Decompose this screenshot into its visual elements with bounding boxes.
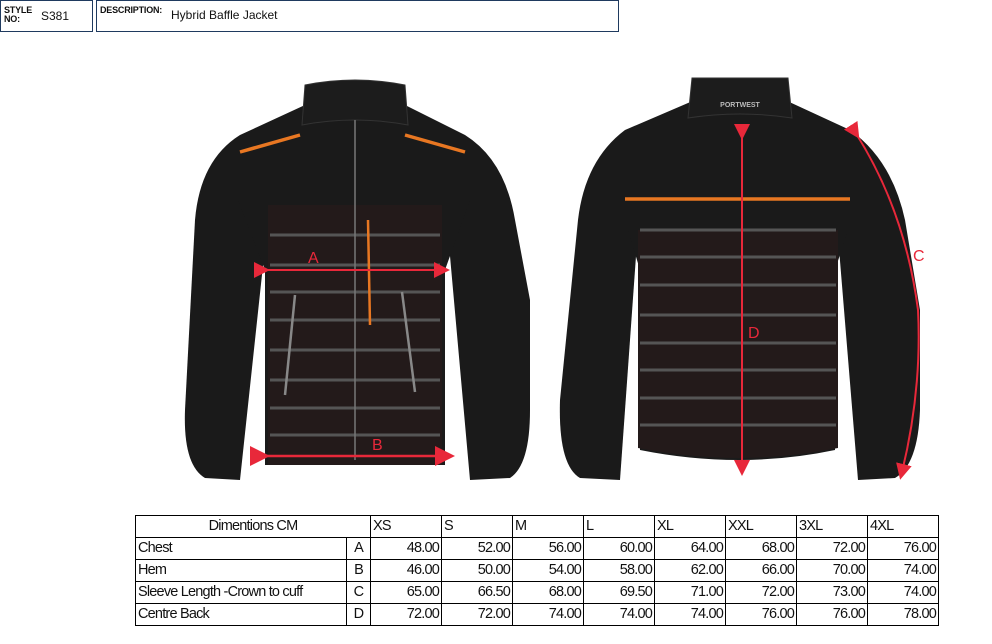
measure-d-label: D <box>748 325 760 342</box>
measure-value: 65.00 <box>370 581 442 604</box>
measure-value: 72.00 <box>725 581 797 604</box>
measure-b-label: B <box>372 437 383 454</box>
measure-name: Sleeve Length -Crown to cuff <box>135 581 347 604</box>
table-row: Centre Back D 72.00 72.00 74.00 74.00 74… <box>135 603 939 626</box>
measure-value: 74.00 <box>583 603 655 626</box>
size-header: XS <box>370 515 442 538</box>
jacket-back-view: PORTWEST D C <box>559 77 925 480</box>
measure-value: 74.00 <box>654 603 726 626</box>
measure-value: 72.00 <box>370 603 442 626</box>
measure-value: 52.00 <box>441 537 513 560</box>
table-header-row: Dimentions CM XS S M L XL XXL 3XL 4XL <box>135 515 939 538</box>
measure-value: 68.00 <box>725 537 797 560</box>
measure-value: 76.00 <box>796 603 868 626</box>
description-label: DESCRIPTION: <box>100 5 163 15</box>
measure-a-label: A <box>308 250 319 267</box>
size-header: XL <box>654 515 726 538</box>
table-row: Sleeve Length -Crown to cuff C 65.00 66.… <box>135 581 939 604</box>
style-number-value: S381 <box>41 9 70 23</box>
measure-c-label: C <box>913 248 925 265</box>
measure-value: 72.00 <box>441 603 513 626</box>
description-value: Hybrid Baffle Jacket <box>171 8 278 22</box>
brand-logo: PORTWEST <box>720 102 760 109</box>
front-right-pocket <box>400 291 417 393</box>
measure-value: 64.00 <box>654 537 726 560</box>
size-spec-table: Dimentions CM XS S M L XL XXL 3XL 4XL Ch… <box>135 515 939 626</box>
measure-value: 62.00 <box>654 559 726 582</box>
size-header: S <box>441 515 513 538</box>
measure-value: 58.00 <box>583 559 655 582</box>
measure-code: A <box>346 537 371 560</box>
measure-value: 74.00 <box>867 559 939 582</box>
back-left-sleeve <box>559 130 640 480</box>
size-header: L <box>583 515 655 538</box>
front-left-shoulder-trim <box>239 133 301 154</box>
measure-value: 72.00 <box>796 537 868 560</box>
size-header: 4XL <box>867 515 939 538</box>
measure-value: 46.00 <box>370 559 442 582</box>
measure-code: C <box>346 581 371 604</box>
style-number-box: STYLE NO: S381 <box>0 0 93 32</box>
table-title: Dimentions CM <box>135 515 371 538</box>
measure-value: 70.00 <box>796 559 868 582</box>
measure-name: Centre Back <box>135 603 347 626</box>
size-header: XXL <box>725 515 797 538</box>
size-header: M <box>512 515 584 538</box>
measure-value: 60.00 <box>583 537 655 560</box>
size-header: 3XL <box>796 515 868 538</box>
measure-value: 68.00 <box>512 581 584 604</box>
jacket-front-view: A B <box>184 79 530 480</box>
measure-value: 54.00 <box>512 559 584 582</box>
measure-value: 78.00 <box>867 603 939 626</box>
measure-name: Chest <box>135 537 347 560</box>
measure-name: Hem <box>135 559 347 582</box>
measure-value: 73.00 <box>796 581 868 604</box>
front-collar <box>301 79 409 126</box>
measure-c-line <box>843 120 920 480</box>
table-row: Chest A 48.00 52.00 56.00 60.00 64.00 68… <box>135 537 939 560</box>
front-right-shoulder-trim <box>404 133 466 154</box>
jacket-illustration: A B PORTWEST <box>180 70 960 490</box>
measure-value: 69.50 <box>583 581 655 604</box>
measure-value: 71.00 <box>654 581 726 604</box>
style-number-label: STYLE NO: <box>4 5 33 24</box>
measure-code: B <box>346 559 371 582</box>
measure-value: 74.00 <box>512 603 584 626</box>
measure-value: 76.00 <box>725 603 797 626</box>
measure-value: 66.50 <box>441 581 513 604</box>
front-left-pocket <box>283 294 297 396</box>
measure-code: D <box>346 603 371 626</box>
front-right-sleeve <box>445 135 530 480</box>
measure-value: 76.00 <box>867 537 939 560</box>
measure-value: 50.00 <box>441 559 513 582</box>
measure-value: 48.00 <box>370 537 442 560</box>
measure-value: 74.00 <box>867 581 939 604</box>
measure-value: 56.00 <box>512 537 584 560</box>
back-collar <box>687 77 793 119</box>
measure-value: 66.00 <box>725 559 797 582</box>
jacket-drawing: A B PORTWEST <box>184 77 925 480</box>
table-row: Hem B 46.00 50.00 54.00 58.00 62.00 66.0… <box>135 559 939 582</box>
description-box: DESCRIPTION: Hybrid Baffle Jacket <box>96 0 619 32</box>
